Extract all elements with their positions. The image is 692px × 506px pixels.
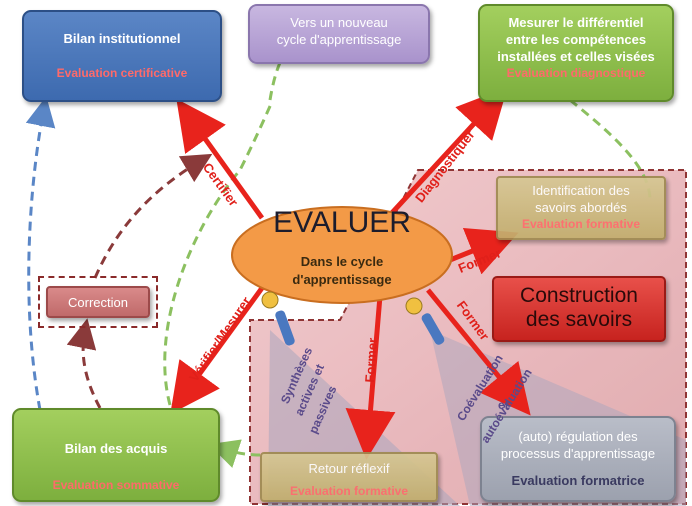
arrow-verifier xyxy=(170,286,265,415)
regulation-line2: processus d'apprentissage xyxy=(500,446,656,461)
nouveau-cycle-line1: Vers un nouveau xyxy=(290,15,388,30)
retour-subtitle: Evaluation formative xyxy=(289,484,409,498)
construction-box: Construction des savoirs xyxy=(492,276,666,342)
correction-label: Correction xyxy=(68,295,128,310)
brown-arc-up xyxy=(93,153,213,279)
bilan-acquis-subtitle: Evaluation sommative xyxy=(52,478,180,492)
center-subtitle-line1: Dans le cycle xyxy=(300,254,384,269)
arrow-former-down xyxy=(345,295,396,460)
identification-box: Identification des savoirs abordés Evalu… xyxy=(496,176,666,240)
arrow-diagnostiquer xyxy=(388,87,508,217)
center-title: EVALUER xyxy=(273,206,411,239)
regulation-line1: (auto) régulation des xyxy=(518,429,638,444)
bilan-institutionnel-subtitle: Evaluation certificative xyxy=(56,66,188,80)
blue-arrow-up xyxy=(25,96,56,411)
nouveau-cycle-line2: cycle d'apprentissage xyxy=(276,32,402,47)
retour-box: Retour réflexif Evaluation formative xyxy=(260,452,438,502)
brown-arc-down xyxy=(66,318,102,409)
arrow-former-diag xyxy=(426,288,531,416)
center-ellipse xyxy=(231,206,453,304)
mesurer-line3: installées et celles visées xyxy=(497,49,655,64)
nouveau-cycle-box: Vers un nouveau cycle d'apprentissage xyxy=(248,4,430,64)
arrow-certifier xyxy=(176,98,265,220)
identification-subtitle: Evaluation formative xyxy=(521,217,641,231)
bilan-acquis-box: Bilan des acquis Evaluation sommative xyxy=(12,408,220,502)
figurine-right-icon xyxy=(405,297,445,345)
mesurer-line1: Mesurer le différentiel xyxy=(508,15,644,30)
bilan-institutionnel-title: Bilan institutionnel xyxy=(63,31,181,46)
construction-line2: des savoirs xyxy=(525,308,633,331)
figurine-left-icon xyxy=(261,291,295,346)
construction-line1: Construction xyxy=(520,284,638,307)
regulation-subtitle: Evaluation formatrice xyxy=(511,473,645,488)
retour-title: Retour réflexif xyxy=(308,461,390,476)
regulation-box: (auto) régulation des processus d'appren… xyxy=(480,416,676,502)
mesurer-line2: entre les compétences xyxy=(505,32,647,47)
label-coeval-2: et xyxy=(498,398,509,412)
correction-frame xyxy=(38,276,158,328)
green-cycle-arc-bottom xyxy=(208,439,261,468)
green-cycle-arc-left xyxy=(163,101,274,406)
mesurer-box: Mesurer le différentiel entre les compét… xyxy=(478,4,674,102)
center-subtitle-line2: d'apprentissage xyxy=(292,272,392,287)
identification-line1: Identification des xyxy=(532,183,630,198)
mesurer-subtitle: Evaluation diagnostique xyxy=(506,66,646,80)
identification-line2: savoirs abordés xyxy=(535,200,627,215)
label-former-down: Former xyxy=(362,337,381,384)
bilan-institutionnel-box: Bilan institutionnel Evaluation certific… xyxy=(22,10,222,102)
correction-box: Correction xyxy=(46,286,150,318)
bilan-acquis-title: Bilan des acquis xyxy=(64,441,168,456)
